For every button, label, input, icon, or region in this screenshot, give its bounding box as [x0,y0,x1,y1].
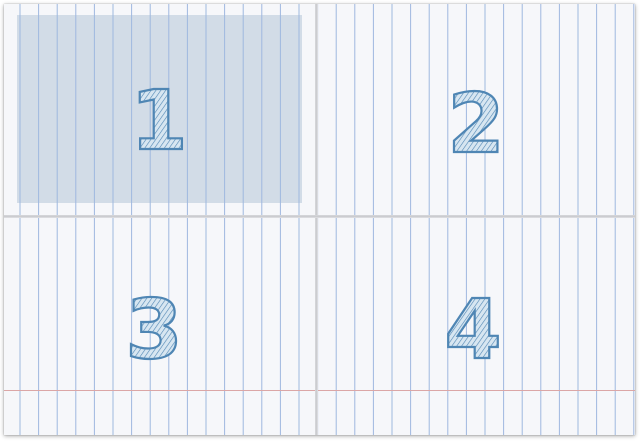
pane-2[interactable]: 2 [318,4,635,216]
digit-2-label: 2 [446,76,505,173]
pane-1[interactable]: 1 [4,4,316,216]
digit-1-label: 1 [129,73,188,170]
digit-4-label: 4 [443,282,502,379]
horizontal-fold-divider [4,215,635,218]
svg-text:3: 3 [125,283,182,378]
svg-text:4: 4 [444,283,501,378]
pane-4[interactable]: 4 [318,218,635,435]
svg-text:2: 2 [447,77,504,172]
vertical-fold-divider [315,4,318,435]
notebook-page: 1 2 3 [4,4,635,435]
pane-1-selection-highlight [17,15,302,203]
svg-text:1: 1 [130,74,187,169]
notebook-ruling [4,4,635,435]
pane-3[interactable]: 3 [4,218,316,435]
digit-3-label: 3 [124,282,183,379]
